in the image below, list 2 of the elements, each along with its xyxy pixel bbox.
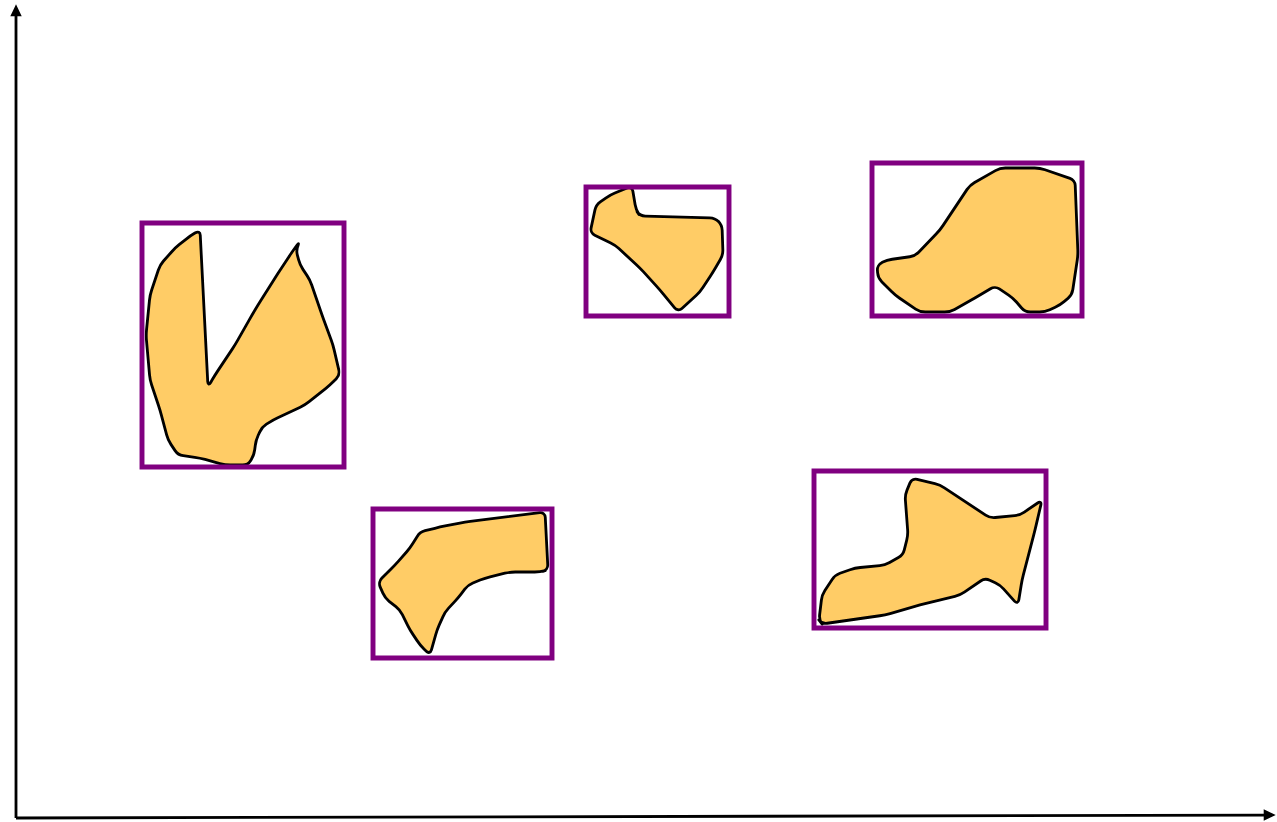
blob-shape bbox=[589, 187, 725, 312]
bounding-box bbox=[583, 184, 732, 319]
